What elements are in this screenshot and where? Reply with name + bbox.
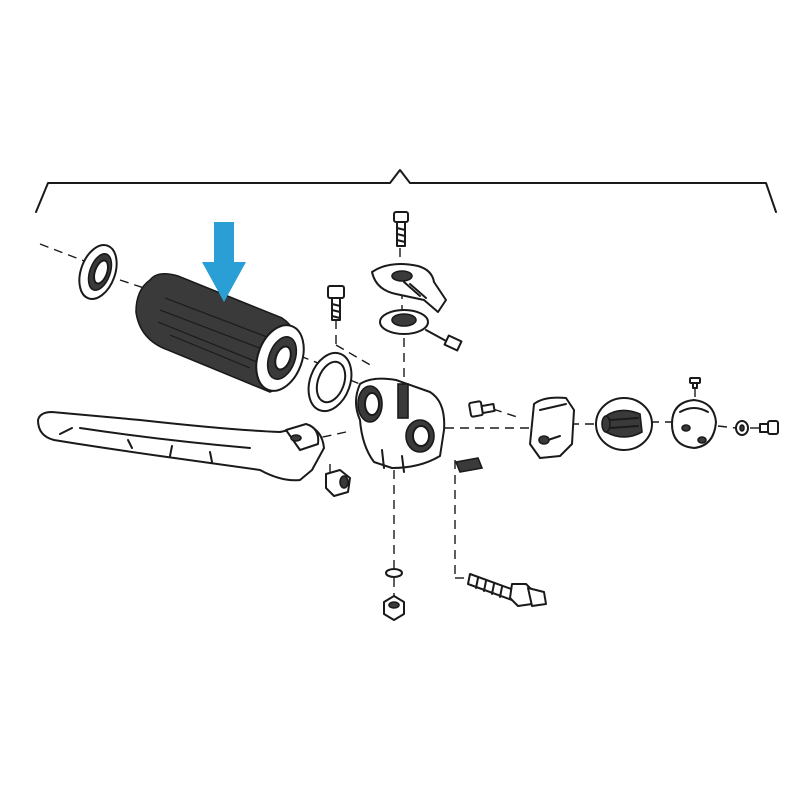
assembly-axis-lines [39,243,762,598]
washer [307,351,353,413]
brake-lever [37,411,325,482]
end-washer [735,420,749,436]
lower-washer [385,568,403,578]
top-bolt [393,211,409,247]
switch-cap [671,399,717,449]
small-screw [468,400,496,418]
pivot-screw [327,285,345,321]
cap-screw [689,377,701,389]
adjuster-bolt [467,573,547,607]
down-arrow-icon [202,222,246,302]
square-plate [454,457,484,473]
cable-cover [371,263,447,313]
switch-housing [355,377,446,473]
end-screw [759,420,779,435]
cable-pulley [379,309,463,352]
grip-end-cap [78,244,118,300]
lock-nut [383,595,405,621]
switch-body [595,397,653,451]
throttle-grip [135,272,305,393]
switch-cover [529,396,575,459]
lever-bushing [325,469,351,497]
assembly-bracket [35,169,777,213]
